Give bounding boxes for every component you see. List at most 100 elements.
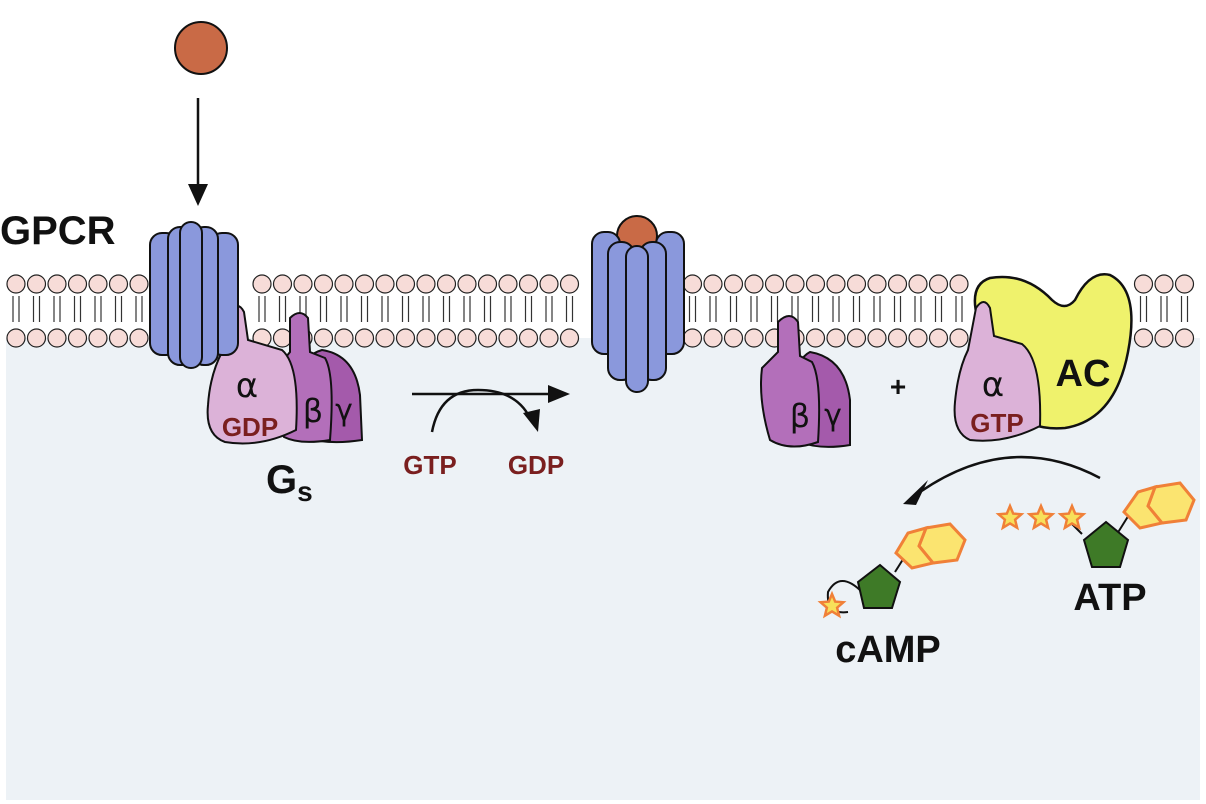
ac-label: AC bbox=[1056, 353, 1111, 395]
lipid-head bbox=[723, 328, 744, 348]
atp-adenine-ring5 bbox=[1122, 484, 1165, 530]
lipid-head bbox=[354, 328, 375, 348]
lipid-head bbox=[908, 328, 928, 348]
gamma-label-right: γ bbox=[824, 398, 842, 433]
lipid-head bbox=[1174, 328, 1195, 348]
lipid-head bbox=[1174, 274, 1195, 294]
lipid-head bbox=[457, 328, 477, 348]
lipid-head bbox=[67, 328, 88, 348]
lipid-head bbox=[703, 274, 723, 294]
beta-label-right: β bbox=[790, 397, 810, 435]
lipid-head bbox=[88, 274, 108, 294]
atp-phosphate-stars bbox=[995, 502, 1087, 531]
lipid-head bbox=[129, 274, 149, 294]
lipid-head bbox=[477, 328, 498, 348]
lipid-head bbox=[826, 328, 846, 348]
lipid-head bbox=[887, 274, 908, 294]
lipid-head bbox=[272, 274, 293, 294]
lipid-head bbox=[559, 274, 580, 294]
lipid-head bbox=[334, 328, 354, 348]
gpcr-receptor-active bbox=[591, 215, 685, 393]
gpcr-label: GPCR bbox=[0, 209, 116, 253]
lipid-head bbox=[559, 328, 580, 348]
camp-phosphate-star bbox=[817, 590, 847, 619]
lipid-head bbox=[313, 274, 334, 294]
lipid-head bbox=[375, 274, 395, 294]
phosphate-star bbox=[995, 502, 1025, 531]
lipid-head bbox=[88, 328, 108, 348]
gamma-label-left: γ bbox=[335, 393, 353, 428]
lipid-head bbox=[293, 274, 313, 294]
alpha-subunit-active bbox=[953, 301, 1042, 442]
lipid-head bbox=[949, 328, 969, 348]
atp-molecule bbox=[995, 481, 1196, 568]
camp-ribose bbox=[856, 563, 902, 609]
lipid-head bbox=[949, 274, 969, 294]
lipid-head bbox=[682, 328, 703, 348]
ligand-arrow-head bbox=[188, 184, 208, 206]
gdp-out-label: GDP bbox=[508, 450, 564, 480]
lipid-head bbox=[887, 328, 908, 348]
lipid-head bbox=[1133, 274, 1154, 294]
lipid-head bbox=[436, 328, 457, 348]
gtp-exchange-arrow bbox=[412, 385, 570, 433]
lipid-head bbox=[395, 274, 416, 294]
lipid-head bbox=[47, 274, 67, 294]
lipid-head bbox=[682, 274, 703, 294]
atp-to-camp-arrow bbox=[919, 455, 1101, 494]
lipid-head bbox=[395, 328, 416, 348]
lipid-head bbox=[805, 328, 826, 348]
lipid-head bbox=[313, 328, 334, 348]
phosphate-star bbox=[1057, 502, 1087, 531]
lipid-head bbox=[723, 274, 744, 294]
lipid-head bbox=[416, 274, 436, 294]
lipid-head bbox=[354, 274, 375, 294]
gtp-bound-label: GTP bbox=[970, 408, 1023, 438]
camp-label: cAMP bbox=[835, 629, 941, 671]
free-beta-gamma-dimer: β γ bbox=[760, 315, 851, 448]
lipid-head bbox=[539, 274, 559, 294]
gtp-in-label: GTP bbox=[403, 450, 456, 480]
ligand-molecule bbox=[174, 21, 228, 75]
phosphate-star bbox=[1026, 502, 1056, 531]
alpha-label-left: α bbox=[236, 366, 258, 406]
lipid-head bbox=[375, 328, 395, 348]
atp-label: ATP bbox=[1073, 577, 1146, 619]
lipid-head bbox=[846, 274, 867, 294]
lipid-head bbox=[928, 274, 949, 294]
lipid-head bbox=[436, 274, 457, 294]
gdp-bound-label: GDP bbox=[222, 412, 278, 442]
lipid-head bbox=[1133, 328, 1154, 348]
lipid-head bbox=[518, 274, 539, 294]
lipid-head bbox=[744, 328, 764, 348]
lipid-head bbox=[6, 274, 26, 294]
gs-label: Gs bbox=[266, 458, 313, 507]
lipid-head bbox=[129, 328, 149, 348]
lipid-head bbox=[47, 328, 67, 348]
lipid-head bbox=[908, 274, 928, 294]
lipid-head bbox=[703, 328, 723, 348]
camp-adenine-ring5 bbox=[894, 525, 936, 570]
alpha-label-active: α bbox=[982, 365, 1004, 405]
lipid-head bbox=[867, 328, 887, 348]
lipid-head bbox=[252, 274, 272, 294]
lipid-head bbox=[867, 274, 887, 294]
lipid-head bbox=[26, 274, 47, 294]
lipid-head bbox=[6, 328, 26, 348]
lipid-head bbox=[108, 274, 129, 294]
lipid-head bbox=[498, 328, 518, 348]
lipid-head bbox=[477, 274, 498, 294]
lipid-head bbox=[785, 274, 805, 294]
lipid-head bbox=[457, 274, 477, 294]
lipid-head bbox=[272, 328, 293, 348]
lipid-head bbox=[764, 274, 785, 294]
lipid-head bbox=[805, 274, 826, 294]
lipid-bilayer bbox=[6, 274, 1195, 348]
lipid-head bbox=[1154, 328, 1174, 348]
gpcr-receptor-inactive bbox=[149, 221, 239, 369]
lipid-head bbox=[539, 328, 559, 348]
lipid-head bbox=[416, 328, 436, 348]
lipid-head bbox=[498, 274, 518, 294]
plus-sign: + bbox=[890, 371, 906, 402]
